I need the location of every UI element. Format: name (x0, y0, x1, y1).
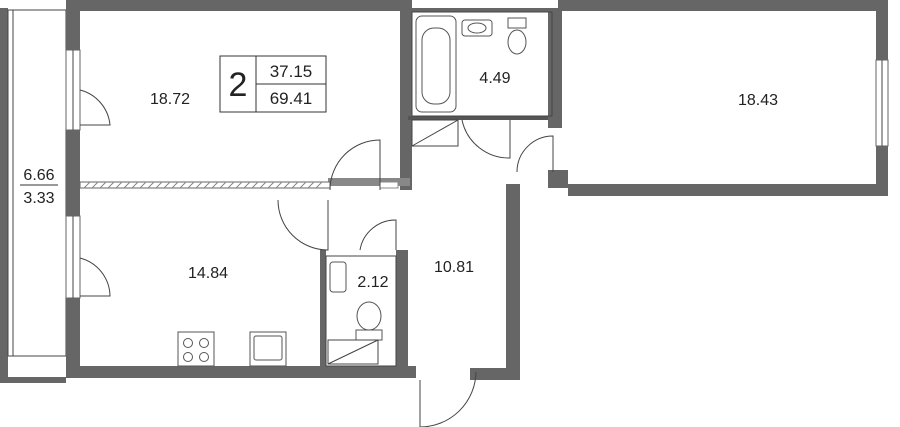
doors (79, 89, 554, 427)
stove-icon (177, 331, 215, 367)
room-area-bedroom-right: 18.43 (738, 92, 778, 109)
summary-box: 2 37.15 69.41 (219, 55, 327, 113)
room-area-kitchen: 14.84 (188, 265, 228, 282)
balcony-area-total: 6.66 (23, 167, 54, 184)
toilet-fixtures (325, 255, 397, 367)
room-area-bedroom-left: 18.72 (150, 91, 190, 108)
kitchen-fixtures (177, 331, 287, 367)
toilet-icon (507, 17, 527, 29)
bathroom-fixtures (411, 11, 553, 147)
room-count: 2 (229, 66, 248, 104)
room-area-bathroom: 4.49 (479, 70, 510, 87)
balcony-area-reduced: 3.33 (23, 190, 54, 207)
windows (65, 49, 889, 299)
room-area-toilet: 2.12 (357, 274, 388, 291)
balcony-label: 6.66 3.33 (20, 167, 58, 207)
living-area: 37.15 (270, 62, 313, 81)
room-area-hall: 10.81 (434, 259, 474, 276)
small-toilet-icon (355, 329, 383, 341)
walls (66, 0, 888, 380)
small-sink-icon (329, 261, 347, 293)
total-area: 69.41 (270, 89, 313, 108)
